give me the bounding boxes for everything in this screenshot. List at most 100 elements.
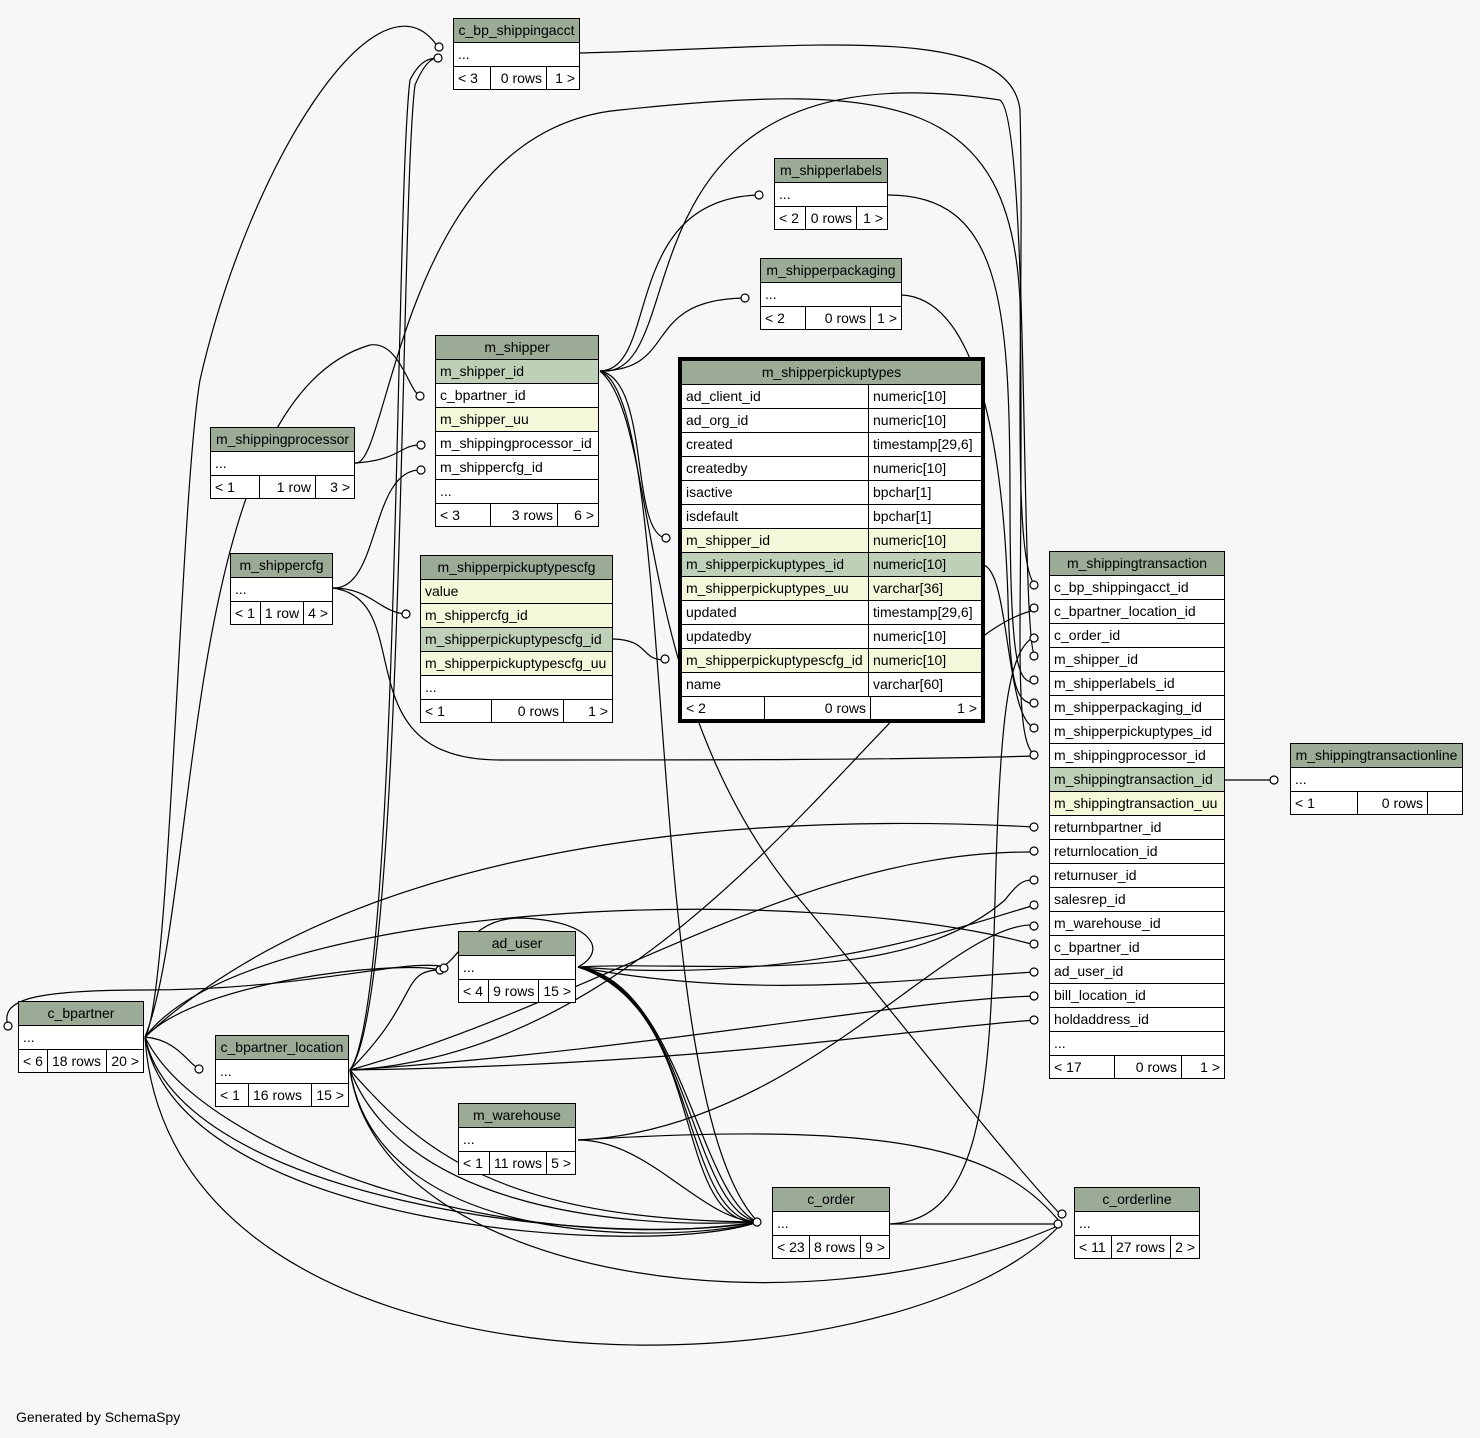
parents-link[interactable]: < 1 — [1291, 792, 1358, 814]
table-title[interactable]: m_shipper — [435, 335, 599, 360]
children-link[interactable]: 3 > — [330, 479, 350, 495]
children-link[interactable]: 5 > — [551, 1155, 571, 1171]
table-c-order[interactable]: c_order ... < 23 8 rows 9 > — [772, 1187, 890, 1259]
table-title[interactable]: m_shippingtransaction — [1049, 551, 1225, 576]
children-link[interactable]: 1 > — [957, 700, 977, 716]
table-c-orderline[interactable]: c_orderline ... < 11 27 rows 2 > — [1074, 1187, 1200, 1259]
children-link[interactable]: 9 > — [865, 1239, 885, 1255]
table-m-warehouse[interactable]: m_warehouse ... < 1 11 rows 5 > — [458, 1103, 576, 1175]
table-title[interactable]: m_shipperpickuptypescfg — [420, 555, 613, 580]
edge — [144, 908, 1036, 1038]
table-stats: < 1 11 rows 5 > — [458, 1152, 576, 1175]
column-type: numeric[10] — [868, 529, 981, 552]
parents-link[interactable]: < 6 — [19, 1050, 48, 1072]
column-type: timestamp[29,6] — [868, 601, 981, 624]
parents-link[interactable]: < 2 — [761, 307, 806, 329]
column-type: varchar[36] — [868, 577, 981, 600]
edge — [889, 635, 1036, 1225]
edge-end-circle — [1029, 580, 1039, 590]
table-title[interactable]: m_shipperpickuptypes — [681, 360, 982, 385]
children-link[interactable]: 15 > — [543, 983, 571, 999]
column-name: holdaddress_id — [1054, 1011, 1149, 1027]
table-stats: < 2 0 rows 1 > — [760, 307, 902, 330]
parents-link[interactable]: < 17 — [1050, 1056, 1115, 1078]
children-link[interactable]: 15 > — [316, 1087, 344, 1103]
column-row: ... — [215, 1060, 349, 1084]
table-m-shipperlabels[interactable]: m_shipperlabels ... < 2 0 rows 1 > — [774, 158, 888, 230]
table-title[interactable]: c_orderline — [1074, 1187, 1200, 1212]
table-m-shippingtransaction[interactable]: m_shippingtransaction c_bp_shippingacct_… — [1049, 551, 1225, 1079]
table-title[interactable]: m_warehouse — [458, 1103, 576, 1128]
children-link[interactable]: 1 > — [588, 703, 608, 719]
table-title[interactable]: m_shipperpackaging — [760, 258, 902, 283]
column-row: ... — [760, 283, 902, 307]
children-link[interactable]: 1 > — [877, 310, 897, 326]
children-link[interactable]: 1 > — [1200, 1059, 1220, 1075]
parents-link[interactable]: < 4 — [459, 980, 490, 1002]
column-row: ... — [1074, 1212, 1200, 1236]
column-row: ... — [1290, 768, 1463, 792]
table-title[interactable]: m_shippingtransactionline — [1290, 743, 1463, 768]
children-link[interactable]: 1 > — [863, 210, 883, 226]
table-title[interactable]: c_order — [772, 1187, 890, 1212]
parents-link[interactable]: < 1 — [211, 476, 260, 498]
children-link[interactable]: 6 > — [574, 507, 594, 523]
edge — [144, 1036, 201, 1069]
table-title[interactable]: m_shippercfg — [230, 553, 333, 578]
children-link[interactable]: 1 > — [555, 70, 575, 86]
parents-link[interactable]: < 11 — [1075, 1236, 1112, 1258]
column-row: ... — [420, 676, 613, 700]
children-link[interactable] — [1428, 792, 1462, 814]
table-c-bp-shippingacct[interactable]: c_bp_shippingacct ... < 3 0 rows 1 > — [453, 18, 580, 90]
children-link[interactable]: 2 > — [1175, 1239, 1195, 1255]
parents-link[interactable]: < 3 — [436, 504, 491, 526]
table-c-bpartner-location[interactable]: c_bpartner_location ... < 1 16 rows 15 > — [215, 1035, 349, 1107]
children-link[interactable]: 20 > — [111, 1053, 139, 1069]
table-title[interactable]: ad_user — [458, 931, 576, 956]
table-m-shipper[interactable]: m_shipper m_shipper_id c_bpartner_id m_s… — [435, 335, 599, 527]
parents-link[interactable]: < 2 — [775, 207, 806, 229]
parents-link[interactable]: < 3 — [454, 67, 491, 89]
row-count: 0 rows — [1358, 792, 1428, 814]
parents-link[interactable]: < 23 — [773, 1236, 810, 1258]
column-row-indexed: m_shippercfg_id — [420, 604, 613, 628]
edge-end-circle — [1029, 1015, 1039, 1025]
table-title[interactable]: m_shippingprocessor — [210, 427, 355, 452]
edge-end-circle — [194, 1064, 204, 1074]
table-m-shippingprocessor[interactable]: m_shippingprocessor ... < 1 1 row 3 > — [210, 427, 355, 499]
table-stats: < 6 18 rows 20 > — [18, 1050, 144, 1073]
parents-link[interactable]: < 1 — [216, 1084, 249, 1106]
table-title[interactable]: c_bpartner — [18, 1001, 144, 1026]
edge — [144, 822, 1036, 1038]
table-m-shipperpackaging[interactable]: m_shipperpackaging ... < 2 0 rows 1 > — [760, 258, 902, 330]
table-c-bpartner[interactable]: c_bpartner ... < 6 18 rows 20 > — [18, 1001, 144, 1073]
column-row: returnuser_id — [1049, 864, 1225, 888]
table-m-shippingtransactionline[interactable]: m_shippingtransactionline ... < 1 0 rows — [1290, 743, 1463, 815]
table-ad-user[interactable]: ad_user ... < 4 9 rows 15 > — [458, 931, 576, 1003]
table-m-shippercfg[interactable]: m_shippercfg ... < 1 1 row 4 > — [230, 553, 333, 625]
table-title[interactable]: m_shipperlabels — [774, 158, 888, 183]
column-name: returnuser_id — [1054, 867, 1137, 883]
parents-link[interactable]: < 1 — [459, 1152, 490, 1174]
column-name: m_shippingtransaction_uu — [1054, 795, 1218, 811]
column-row-indexed: value — [420, 580, 613, 604]
children-link[interactable]: 4 > — [308, 605, 328, 621]
table-stats: < 2 0 rows 1 > — [681, 697, 982, 720]
edge-end-circle — [1029, 603, 1039, 613]
parents-link[interactable]: < 1 — [421, 700, 492, 722]
table-title[interactable]: c_bpartner_location — [215, 1035, 349, 1060]
edge-end-circle — [1269, 775, 1279, 785]
table-title[interactable]: c_bp_shippingacct — [453, 18, 580, 43]
parents-link[interactable]: < 2 — [682, 697, 765, 719]
edge — [599, 370, 666, 539]
table-m-shipperpickuptypescfg[interactable]: m_shipperpickuptypescfg value m_shipperc… — [420, 555, 613, 723]
edge-end-circle — [415, 391, 425, 401]
parents-link[interactable]: < 1 — [231, 602, 261, 624]
column-name: ad_org_id — [686, 412, 749, 428]
edge-end-circle — [1029, 633, 1039, 643]
